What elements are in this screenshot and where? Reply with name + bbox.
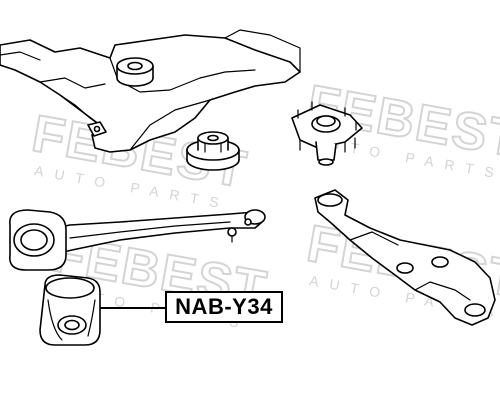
rubber-mount-drawing — [186, 131, 240, 171]
link-arm-drawing — [314, 189, 496, 326]
bushing-drawing — [39, 274, 101, 346]
control-arm-drawing — [9, 209, 266, 271]
part-number-label: NAB-Y34 — [175, 294, 273, 319]
part-number-callout: NAB-Y34 — [165, 291, 283, 323]
subframe-drawing — [0, 29, 301, 153]
knuckle-drawing — [291, 101, 363, 166]
